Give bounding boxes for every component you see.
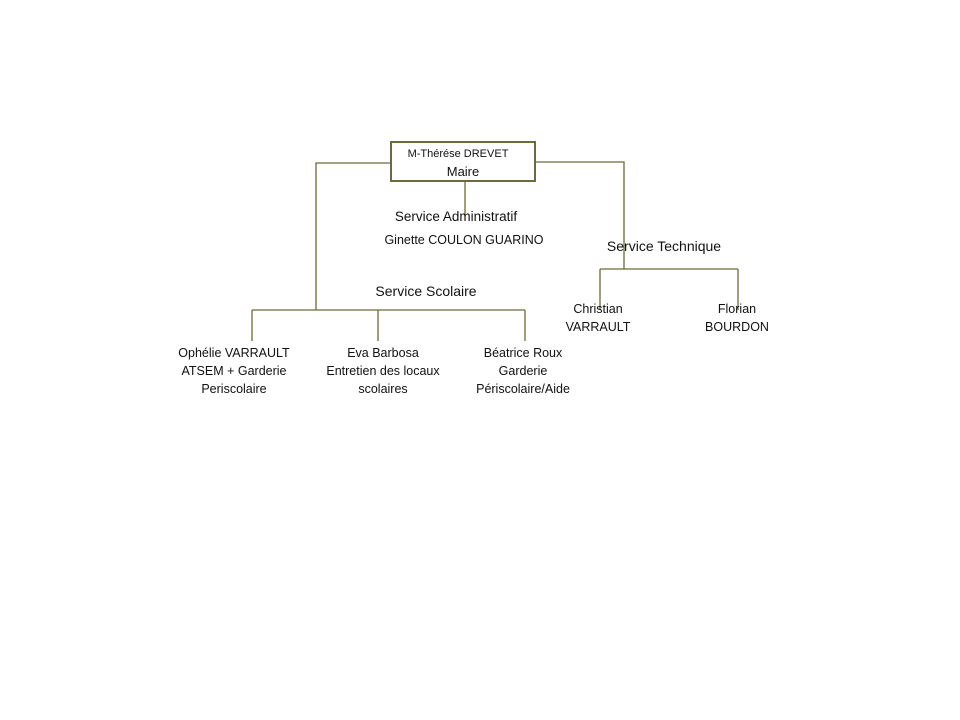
member-name: BOURDON <box>705 320 769 334</box>
technique-member-christian: Christian VARRAULT <box>566 300 631 336</box>
scolaire-member-eva: Eva Barbosa Entretien des locaux scolair… <box>326 344 439 398</box>
admin-title: Service Administratif <box>394 209 518 224</box>
root-name: M-Thérése DREVET <box>407 148 509 160</box>
member-name: Christian <box>573 302 623 316</box>
member-name: Béatrice Roux <box>483 346 563 360</box>
member-name: VARRAULT <box>565 320 631 334</box>
member-role: Entretien des locaux <box>326 364 440 378</box>
member-role: Garderie <box>498 364 548 378</box>
member-name: Eva Barbosa <box>347 346 419 360</box>
scolaire-title: Service Scolaire <box>375 283 477 299</box>
line-root-to-scolaire <box>315 162 391 310</box>
member-role: ATSEM + Garderie <box>181 364 287 378</box>
technique-member-florian: Florian BOURDON <box>705 300 769 336</box>
member-role: Périscolaire/Aide <box>476 382 570 396</box>
member-role: scolaires <box>358 382 408 396</box>
root-node-maire: M-Thérése DREVET Maire <box>390 141 536 182</box>
root-role: Maire <box>446 164 480 179</box>
member-name: Ophélie VARRAULT <box>178 346 290 360</box>
line-root-to-technique <box>536 161 625 269</box>
admin-member: Ginette COULON GUARINO <box>384 233 544 247</box>
member-role: Periscolaire <box>201 382 267 396</box>
scolaire-member-ophelie: Ophélie VARRAULT ATSEM + Garderie Perisc… <box>178 344 289 398</box>
technique-title: Service Technique <box>606 238 722 254</box>
scolaire-member-beatrice: Béatrice Roux Garderie Périscolaire/Aide <box>476 344 570 398</box>
member-name: Florian <box>717 302 757 316</box>
